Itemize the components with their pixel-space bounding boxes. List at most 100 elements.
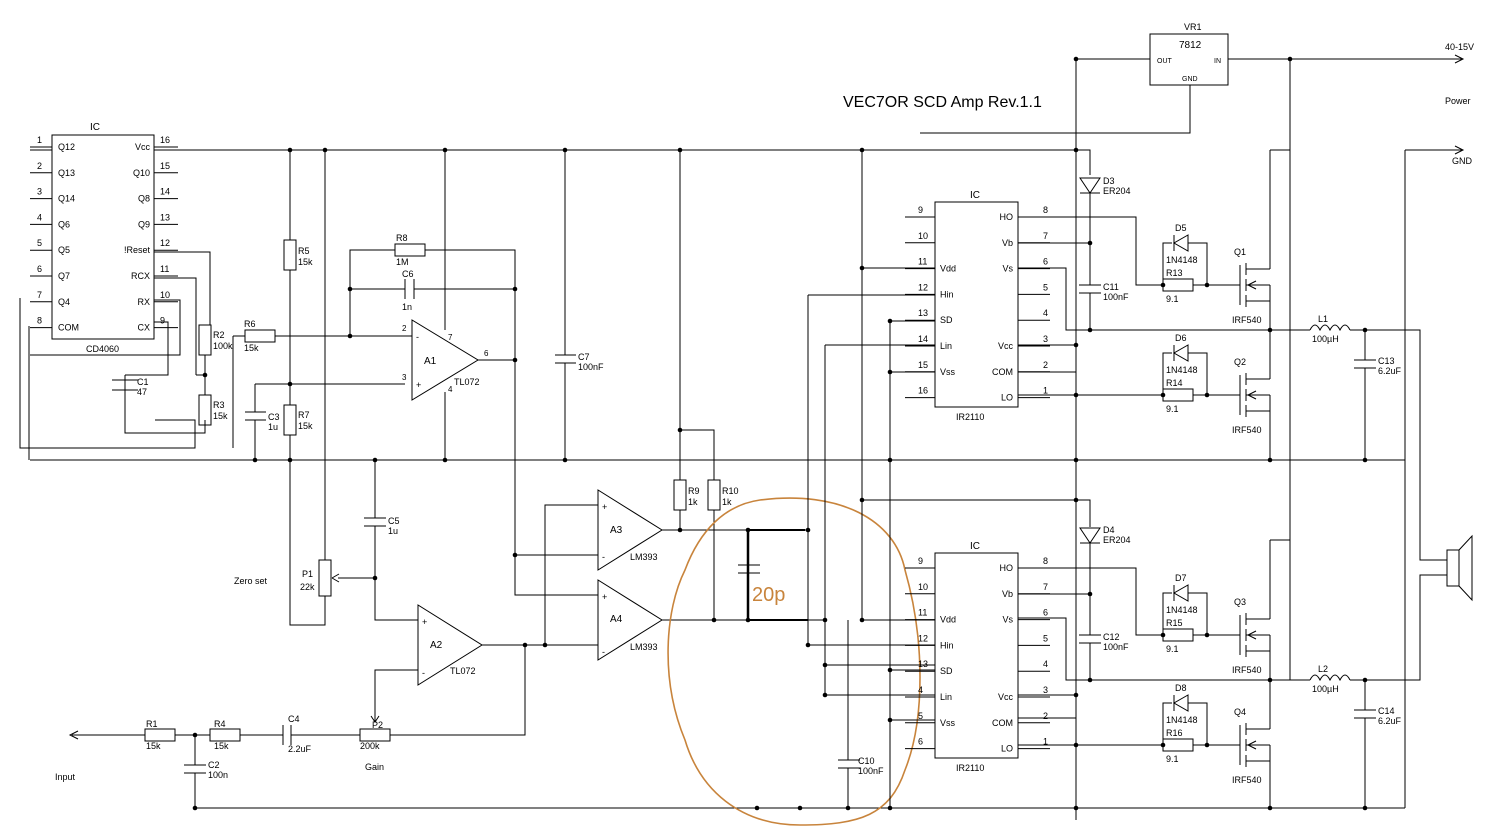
- cd4060-pin-num: 9: [160, 316, 165, 326]
- comparator-a4: A4 LM393 + -: [597, 579, 663, 661]
- r3-ref: R3: [213, 400, 225, 410]
- r3-val: 15k: [213, 411, 228, 421]
- fet-ref: Q4: [1234, 707, 1246, 717]
- opamp-a1: A1 TL072 - + 2 3 6 7 4: [402, 319, 489, 401]
- a1-part: TL072: [454, 377, 480, 387]
- opamp-a2: A2 TL072 + -: [417, 604, 483, 686]
- annotation-20p: 20p: [752, 584, 785, 606]
- c11-val: 100nF: [1103, 292, 1129, 302]
- a3-part: LM393: [630, 552, 658, 562]
- ir2110-pin-num: 15: [918, 360, 928, 370]
- zero-set-label: Zero set: [234, 576, 268, 586]
- cd4060-pin-name: Q9: [138, 219, 150, 229]
- p1-val: 22k: [300, 582, 315, 592]
- gain-label: Gain: [365, 762, 384, 772]
- a3-minus: -: [602, 552, 605, 562]
- cd4060-pin-num: 4: [37, 212, 42, 222]
- cd4060-pin-name: Q4: [58, 297, 70, 307]
- c4-ref: C4: [288, 714, 300, 724]
- ir2110-pin-num: 10: [918, 582, 928, 592]
- ir2110-header: IC: [970, 190, 980, 201]
- ir2110-pin-num: 16: [918, 386, 928, 396]
- c7-ref: C7: [578, 352, 590, 362]
- cd4060-pin-name: RX: [137, 297, 150, 307]
- r5-val: 15k: [298, 257, 313, 267]
- speaker-icon: [1446, 534, 1473, 602]
- cd4060-pin-name: Q12: [58, 142, 75, 152]
- c14-val: 6.2uF: [1378, 716, 1402, 726]
- cd4060-pin-num: 8: [37, 316, 42, 326]
- ir2110-pin-num: 14: [918, 334, 928, 344]
- cd4060-pin-name: CX: [137, 323, 150, 333]
- ic-ir2110-lower: ICIR211091011Vdd12Hin13SD4Lin5Vss68HO7Vb…: [905, 541, 1050, 773]
- cd4060-part: CD4060: [86, 344, 119, 354]
- resistor-ref: R15: [1166, 618, 1183, 628]
- ir2110-pin-num: 3: [1043, 685, 1048, 695]
- resistor-val: 9.1: [1166, 404, 1179, 414]
- resistor-val: 9.1: [1166, 644, 1179, 654]
- c2-ref: C2: [208, 760, 220, 770]
- r10-val: 1k: [722, 497, 732, 507]
- power-label: Power: [1445, 96, 1471, 106]
- ir2110-pin-name: Lin: [940, 692, 952, 702]
- c14-ref: C14: [1378, 706, 1395, 716]
- ir2110-pin-name: HO: [1000, 212, 1014, 222]
- regulator-vr1: VR1 7812 OUT IN GND: [1149, 22, 1229, 86]
- cd4060-pin-num: 3: [37, 187, 42, 197]
- cd4060-pin-name: Q10: [133, 168, 150, 178]
- a1-ref: A1: [424, 356, 437, 367]
- p1-ref: P1: [302, 569, 313, 579]
- comparator-a3: A3 LM393 + -: [597, 489, 663, 571]
- ir2110-pin-name: Vdd: [940, 264, 956, 274]
- ir2110-pin-num: 2: [1043, 711, 1048, 721]
- cd4060-pin-num: 2: [37, 161, 42, 171]
- ir2110-pin-name: Vs: [1002, 615, 1013, 625]
- ic-ir2110-upper: ICIR211091011Vdd12Hin13SD14Lin15Vss168HO…: [905, 190, 1050, 422]
- ir2110-pin-name: SD: [940, 315, 953, 325]
- c13-ref: C13: [1378, 356, 1395, 366]
- ir2110-pin-name: Hin: [940, 289, 954, 299]
- c1-val: 47: [137, 387, 147, 397]
- cd4060-pin-num: 16: [160, 135, 170, 145]
- ir2110-pin-name: LO: [1001, 393, 1013, 403]
- diode-ref: D8: [1175, 683, 1187, 693]
- r7-ref: R7: [298, 410, 310, 420]
- ir2110-pin-name: Vcc: [998, 692, 1014, 702]
- cd4060-pin-name: Q8: [138, 194, 150, 204]
- fet-ref: Q1: [1234, 247, 1246, 257]
- p2-ref: P2: [372, 720, 383, 730]
- a2-minus: -: [422, 668, 425, 678]
- a2-part: TL072: [450, 666, 476, 676]
- ir2110-pin-name: Vss: [940, 367, 956, 377]
- c3-val: 1u: [268, 422, 278, 432]
- r2-ref: R2: [213, 330, 225, 340]
- a2-plus: +: [422, 617, 427, 627]
- fet-val: IRF540: [1232, 665, 1262, 675]
- ir2110-pin-num: 7: [1043, 582, 1048, 592]
- ir2110-pin-num: 10: [918, 231, 928, 241]
- cd4060-pin-num: 7: [37, 290, 42, 300]
- ir2110-part: IR2110: [956, 763, 984, 773]
- ir2110-pin-num: 7: [1043, 231, 1048, 241]
- a4-minus: -: [602, 647, 605, 657]
- cd4060-pin-num: 6: [37, 264, 42, 274]
- cd4060-pin-name: Vcc: [135, 142, 151, 152]
- ir2110-pin-num: 4: [918, 685, 923, 695]
- a1-pin2: 2: [402, 324, 407, 333]
- d3-val: ER204: [1103, 186, 1131, 196]
- ir2110-pin-num: 5: [1043, 282, 1048, 292]
- schematic-title: VEC7OR SCD Amp Rev.1.1: [843, 94, 1042, 111]
- fet-val: IRF540: [1232, 315, 1262, 325]
- r1-ref: R1: [146, 719, 158, 729]
- cd4060-pin-name: Q14: [58, 194, 75, 204]
- a4-part: LM393: [630, 642, 658, 652]
- vr1-part: 7812: [1179, 40, 1202, 51]
- ir2110-pin-num: 5: [1043, 633, 1048, 643]
- c10-val: 100nF: [858, 766, 884, 776]
- ir2110-pin-name: Vss: [940, 718, 956, 728]
- ir2110-pin-name: LO: [1001, 744, 1013, 754]
- c6-val: 1n: [402, 302, 412, 312]
- r2-val: 100k: [213, 341, 233, 351]
- ir2110-pin-num: 3: [1043, 334, 1048, 344]
- vr1-pin-in: IN: [1214, 58, 1221, 65]
